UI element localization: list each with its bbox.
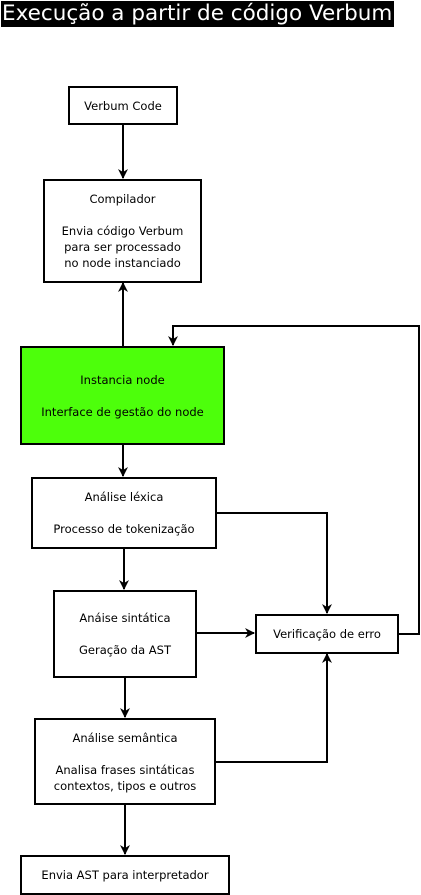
lexica-desc: Processo de tokenização xyxy=(53,522,195,536)
envia-ast-node: Envia AST para interpretador xyxy=(20,855,230,895)
arrow-lexica-to-verificacao xyxy=(216,512,332,614)
lexica-node: Análise léxica Processo de tokenização xyxy=(31,477,217,549)
verbum-code-label: Verbum Code xyxy=(84,98,162,113)
semantica-label: Análise semântica xyxy=(72,730,178,745)
semantica-node: Análise semântica Analisa frases sintáti… xyxy=(34,718,216,805)
verbum-code-node: Verbum Code xyxy=(68,86,178,125)
sintatica-desc: Geração da AST xyxy=(78,643,172,657)
instancia-label: Instancia node xyxy=(80,372,165,387)
semantica-desc-line-1: Analisa frases sintáticas xyxy=(55,762,195,777)
arrow-semantica-to-verificacao xyxy=(216,653,332,763)
compilador-node: Compilador Envia código Verbum para ser … xyxy=(43,179,202,283)
sintatica-label: Anáise sintática xyxy=(79,611,171,625)
arrow-verificacao-to-instancia xyxy=(168,325,420,635)
instancia-node: Instancia node Interface de gestão do no… xyxy=(20,346,225,445)
sintatica-node: Anáise sintática Geração da AST xyxy=(53,590,197,678)
instancia-desc: Interface de gestão do node xyxy=(41,404,204,419)
verificacao-label: Verificação de erro xyxy=(273,627,381,641)
verificacao-node: Verificação de erro xyxy=(255,614,399,654)
semantica-desc-line-2: contextos, tipos e outros xyxy=(53,778,197,793)
compilador-label: Compilador xyxy=(89,192,156,206)
lexica-label: Análise léxica xyxy=(84,490,164,504)
diagram-title: Execução a partir de código Verbum xyxy=(1,1,395,27)
compilador-desc-line-2: para ser processado xyxy=(64,240,181,254)
compilador-desc-line-1: Envia código Verbum xyxy=(61,224,184,238)
compilador-desc-line-3: no node instanciado xyxy=(64,256,181,270)
envia-ast-label: Envia AST para interpretador xyxy=(41,868,209,882)
